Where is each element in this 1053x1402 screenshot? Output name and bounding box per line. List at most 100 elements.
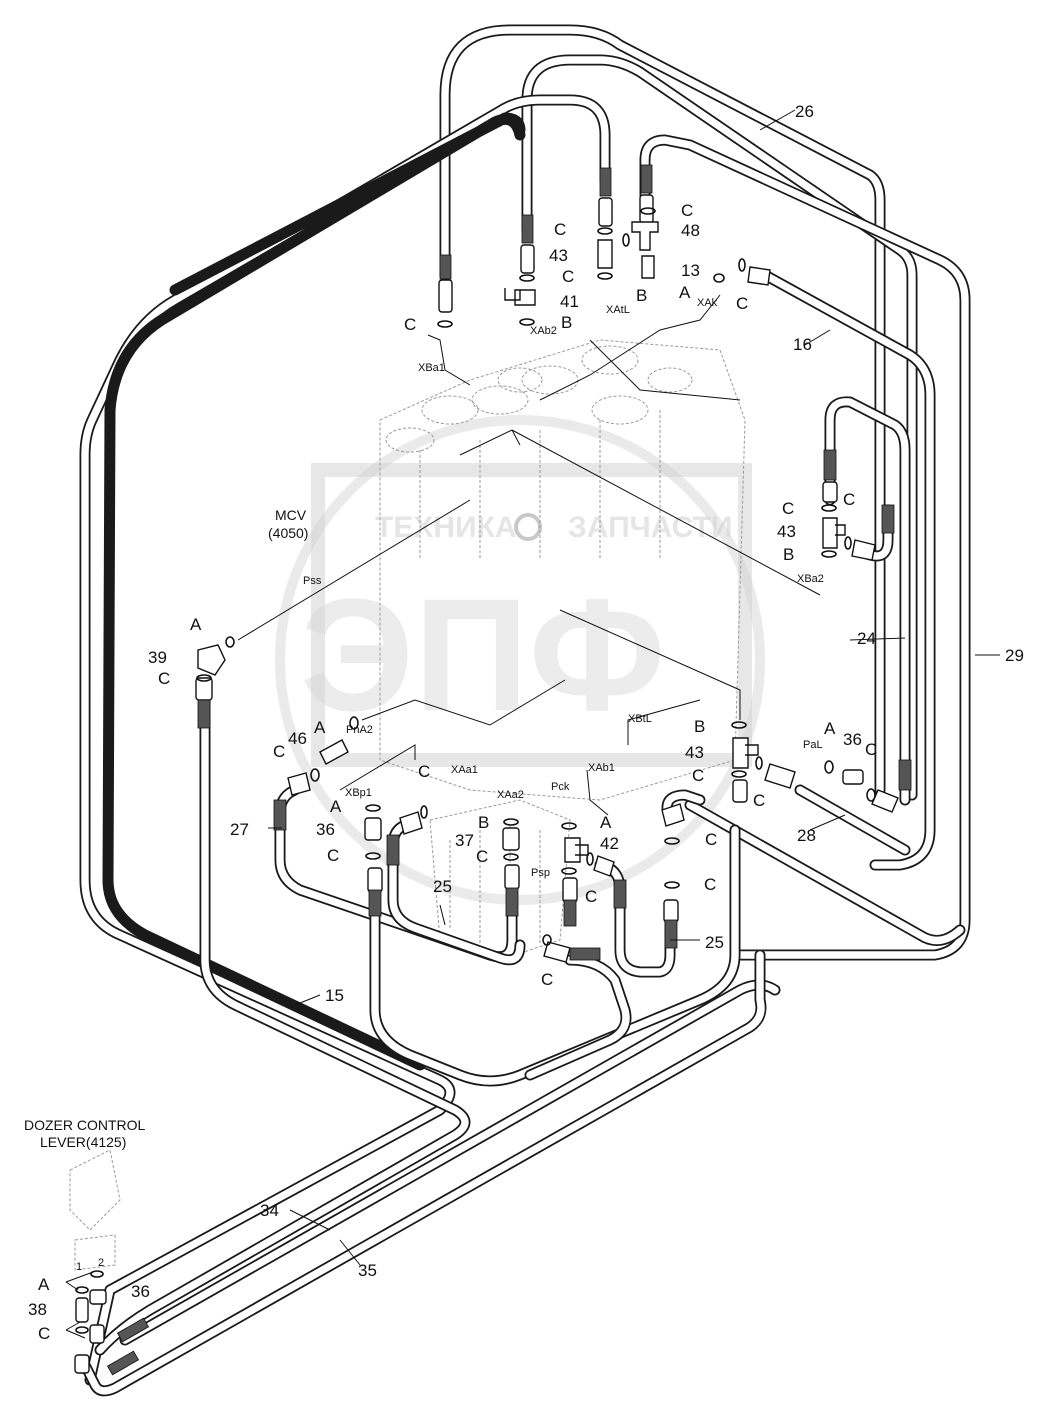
port-xatl: XAtL bbox=[606, 304, 630, 316]
fittings bbox=[74, 164, 912, 1376]
hose-25-bottom bbox=[369, 824, 741, 1087]
component-labels: MCV (4050) DOZER CONTROL LEVER(4125) bbox=[24, 507, 308, 1150]
o-ring bbox=[503, 818, 519, 826]
callout-c: C bbox=[554, 220, 566, 239]
hose-26b bbox=[521, 54, 918, 801]
callout-38: 38 bbox=[28, 1300, 47, 1319]
o-ring bbox=[731, 721, 747, 729]
o-ring bbox=[738, 258, 746, 272]
fitting-24-lower-end bbox=[871, 789, 899, 813]
o-ring bbox=[597, 227, 613, 235]
hose-15-outer bbox=[102, 112, 526, 1071]
callout-a: A bbox=[330, 797, 342, 816]
hose-16 bbox=[759, 269, 936, 871]
callout-c: C bbox=[38, 1324, 50, 1343]
callout-25-right: 25 bbox=[705, 933, 724, 952]
fitting-41-upper bbox=[520, 244, 535, 274]
hose-end-knurl bbox=[898, 759, 912, 791]
fitting-42-nut bbox=[562, 877, 578, 903]
hose-26 bbox=[439, 24, 886, 796]
port-xab2: XAb2 bbox=[530, 325, 557, 337]
hoses bbox=[79, 24, 971, 1397]
callout-a: A bbox=[190, 615, 202, 634]
fitting-25-right-end bbox=[593, 855, 615, 877]
o-ring bbox=[365, 852, 381, 860]
callout-37: 37 bbox=[455, 831, 474, 850]
port-xab1: XAb1 bbox=[588, 762, 615, 774]
leader-lines bbox=[65, 109, 1000, 1339]
watermark-right-word: ЗАПЧАСТИ bbox=[568, 511, 732, 544]
mcv-code: (4050) bbox=[268, 525, 308, 541]
fitting-46 bbox=[319, 739, 349, 765]
fitting-dozer-nut-lower bbox=[74, 1354, 90, 1374]
hose-28 bbox=[794, 784, 911, 856]
hose-centre-lower bbox=[524, 954, 632, 1081]
o-ring bbox=[90, 1270, 104, 1278]
hose-end-knurl bbox=[569, 947, 601, 961]
fitting-centre-low bbox=[543, 941, 571, 963]
callout-34: 34 bbox=[260, 1201, 279, 1220]
o-ring bbox=[519, 318, 535, 326]
callout-46: 46 bbox=[288, 729, 307, 748]
hose-end-knurl bbox=[563, 899, 577, 927]
callout-c: C bbox=[404, 315, 416, 334]
port-xbp1: XBp1 bbox=[345, 787, 372, 799]
callout-a: A bbox=[314, 718, 326, 737]
callout-43-lower: 43 bbox=[685, 743, 704, 762]
hose-end-knurl bbox=[881, 504, 895, 534]
o-ring bbox=[196, 674, 212, 682]
o-ring bbox=[561, 822, 577, 830]
callout-a: A bbox=[679, 283, 691, 302]
fitting-24-elbow bbox=[851, 539, 876, 561]
hose-24 bbox=[824, 396, 911, 806]
callout-c: C bbox=[692, 766, 704, 785]
o-ring bbox=[437, 320, 453, 328]
o-ring bbox=[310, 768, 320, 782]
callout-c: C bbox=[585, 887, 597, 906]
hose-48 bbox=[639, 134, 971, 961]
fitting-37 bbox=[502, 827, 520, 851]
port-pal: PaL bbox=[803, 739, 823, 751]
callout-c: C bbox=[273, 742, 285, 761]
port-pss: Pss bbox=[303, 575, 322, 587]
callout-36-dozer: 36 bbox=[131, 1282, 150, 1301]
o-ring bbox=[713, 273, 725, 283]
hose-27 bbox=[274, 784, 518, 963]
port-xaa1: XAa1 bbox=[451, 764, 478, 776]
callout-c: C bbox=[782, 499, 794, 518]
watermark-logo: ЭПФ bbox=[300, 565, 665, 744]
fitting-13 bbox=[641, 255, 655, 279]
o-ring bbox=[824, 760, 834, 774]
callout-b: B bbox=[694, 717, 705, 736]
port-xbtl: XBtL bbox=[628, 713, 652, 725]
callout-43-right: 43 bbox=[777, 522, 796, 541]
fitting-centre-nut bbox=[504, 864, 520, 890]
port-labels: XBa1 XAb2 XAtL XAk XBa2 Pss PnA2 XBp1 XA… bbox=[76, 297, 824, 1273]
fitting-24-upper bbox=[822, 481, 838, 503]
o-ring bbox=[597, 272, 613, 280]
port-xba1: XBa1 bbox=[418, 362, 445, 374]
o-ring bbox=[75, 1286, 89, 1294]
hose-end-knurl bbox=[106, 1350, 140, 1376]
callout-c: C bbox=[753, 791, 765, 810]
fitting-36-right bbox=[842, 769, 864, 785]
o-ring bbox=[542, 934, 552, 946]
o-ring bbox=[664, 837, 680, 845]
callout-a: A bbox=[600, 813, 612, 832]
o-ring bbox=[844, 536, 852, 550]
o-ring bbox=[866, 788, 876, 802]
callout-c: C bbox=[626, 228, 638, 247]
o-ring bbox=[622, 233, 630, 247]
callout-c: C bbox=[736, 294, 748, 313]
fitting-43-right bbox=[822, 517, 846, 549]
fitting-36-left bbox=[364, 817, 382, 841]
fitting-43 bbox=[597, 239, 613, 269]
callout-a: A bbox=[824, 719, 836, 738]
callout-24: 24 bbox=[857, 629, 876, 648]
fitting-16-end bbox=[747, 266, 771, 286]
hose-top-loop bbox=[79, 94, 611, 1386]
callout-27: 27 bbox=[230, 820, 249, 839]
o-ring bbox=[519, 274, 535, 282]
port-pck: Pck bbox=[551, 781, 570, 793]
